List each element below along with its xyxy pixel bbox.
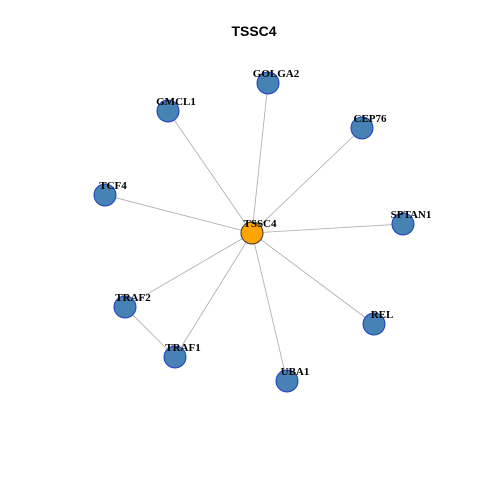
node-tssc4	[240, 221, 264, 245]
edge-tssc4-sptan1	[251, 223, 404, 234]
node-label-rel: REL	[371, 309, 394, 321]
edges-layer	[104, 82, 404, 382]
node-label-sptan1: SPTAN1	[391, 209, 432, 221]
edge-tssc4-rel	[251, 232, 375, 325]
node-label-uba1: UBA1	[281, 366, 310, 378]
node-label-golga2: GOLGA2	[253, 68, 300, 80]
node-tcf4	[93, 183, 117, 207]
edge-tssc4-golga2	[251, 82, 269, 234]
node-cep76	[350, 116, 374, 140]
edge-tssc4-traf2	[124, 232, 253, 308]
edge-tssc4-gmcl1	[167, 110, 253, 234]
edge-traf2-traf1	[124, 306, 176, 358]
node-label-traf1: TRAF1	[165, 342, 200, 354]
edge-tssc4-traf1	[174, 232, 253, 358]
edge-tssc4-cep76	[251, 127, 363, 234]
node-gmcl1	[156, 99, 180, 123]
nodes-layer	[93, 71, 415, 393]
node-label-gmcl1: GMCL1	[156, 96, 196, 108]
node-label-tcf4: TCF4	[99, 180, 127, 192]
node-label-cep76: CEP76	[354, 113, 388, 125]
node-label-tssc4: TSSC4	[243, 218, 277, 230]
edge-tssc4-tcf4	[104, 194, 253, 234]
node-sptan1	[391, 212, 415, 236]
node-rel	[362, 312, 386, 336]
node-traf1	[163, 345, 187, 369]
edge-tssc4-uba1	[251, 232, 288, 382]
node-traf2	[113, 295, 137, 319]
node-golga2	[256, 71, 280, 95]
diagram-title: TSSC4	[231, 23, 276, 39]
node-uba1	[275, 369, 299, 393]
node-label-traf2: TRAF2	[115, 292, 151, 304]
